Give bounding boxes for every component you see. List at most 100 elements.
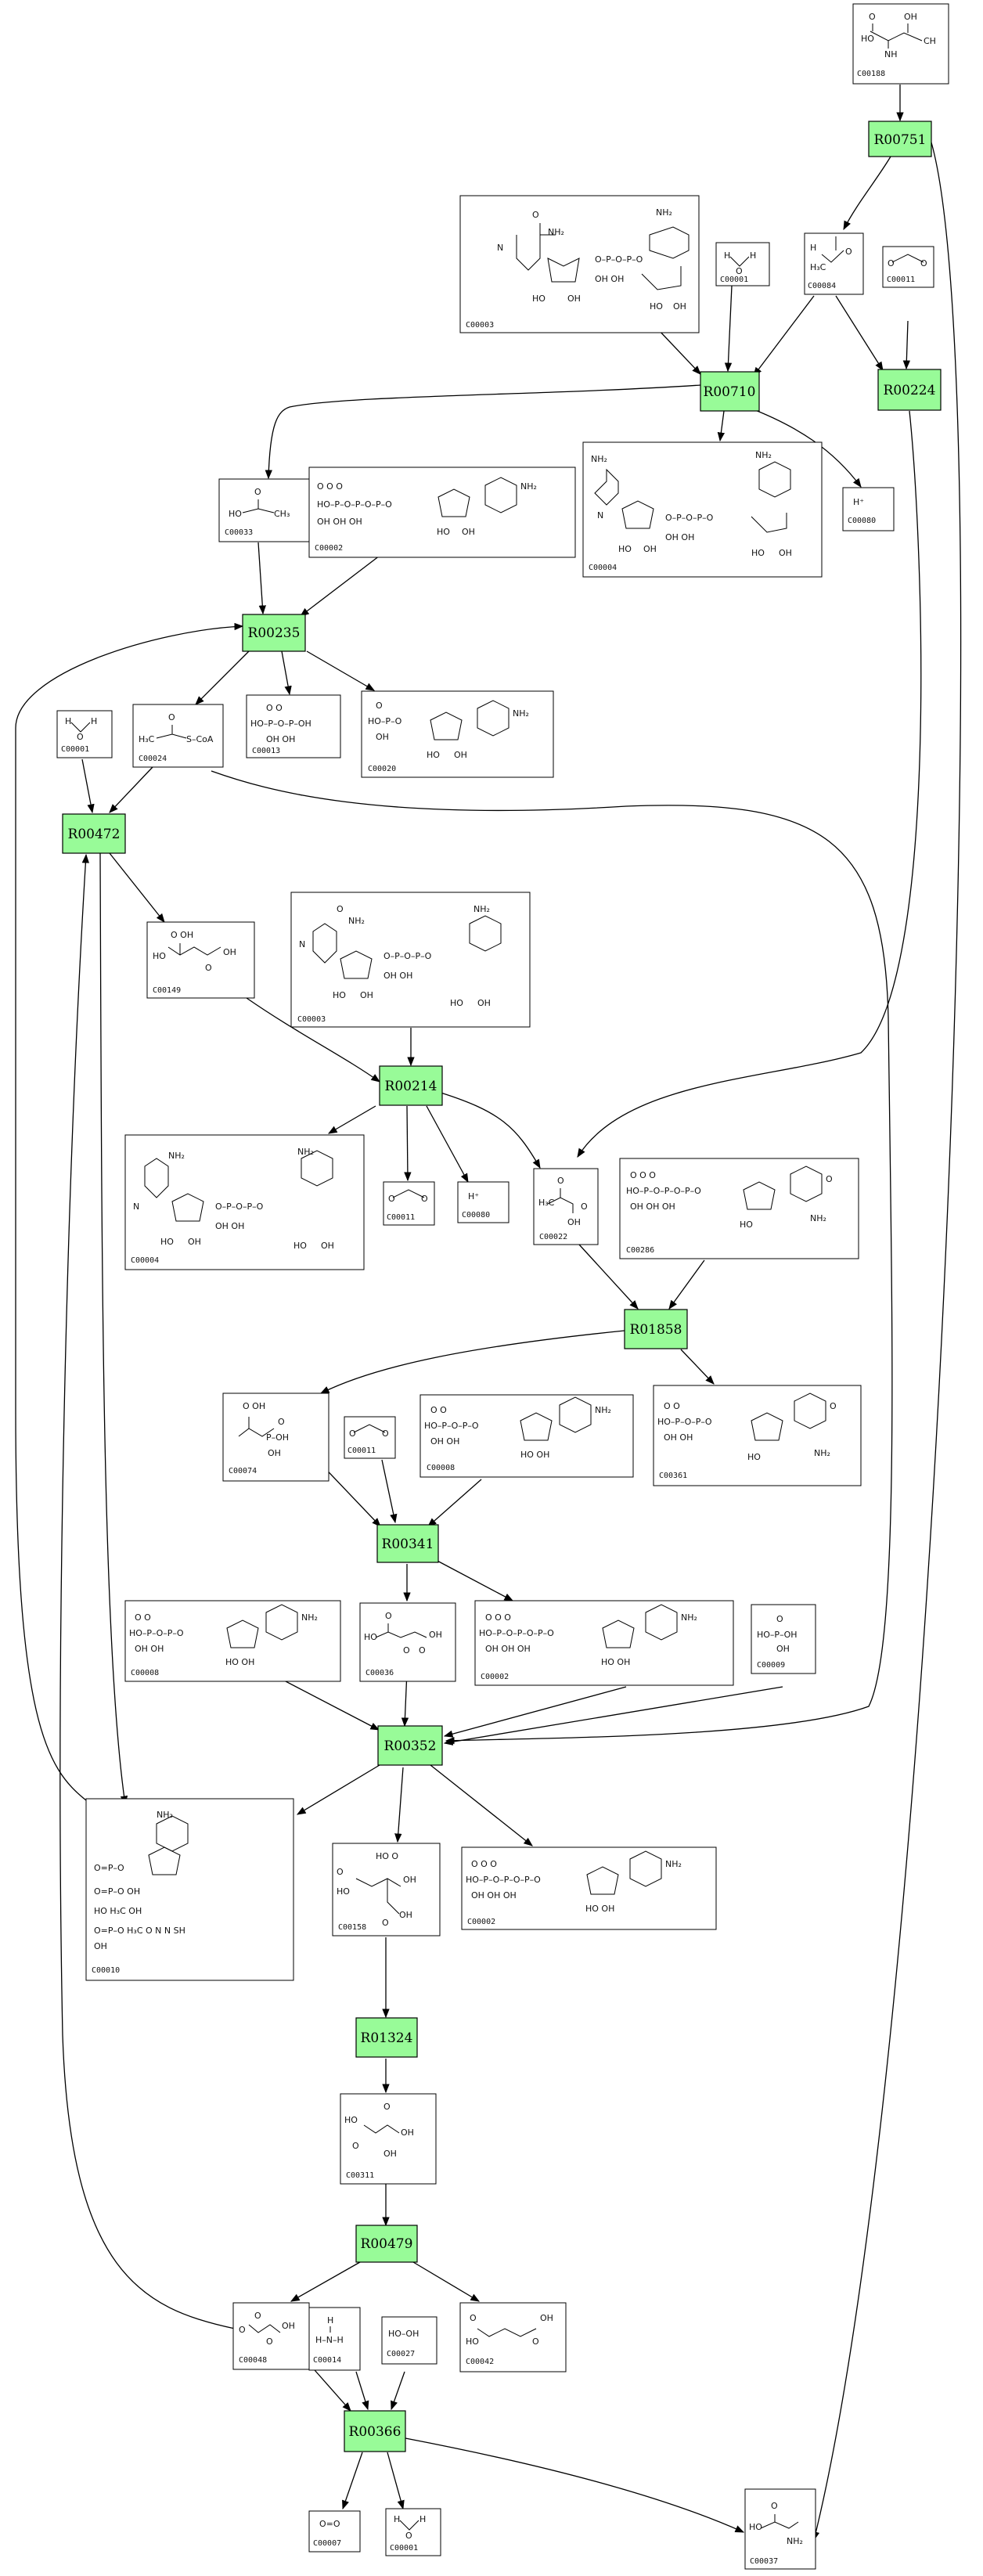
svg-text:OH: OH [376, 732, 389, 742]
edge-r00366-c00001 [387, 2452, 405, 2510]
svg-text:O: O [826, 1174, 833, 1184]
edge-c00002-r00235 [300, 555, 380, 617]
svg-text:OH: OH [94, 1941, 107, 1951]
svg-text:O: O [239, 2325, 246, 2335]
structure-c00188: O OH HO CH NH [861, 12, 936, 59]
svg-text:HO–P–O: HO–P–O [368, 716, 402, 726]
svg-text:O: O [419, 1645, 426, 1655]
svg-text:N: N [299, 939, 305, 949]
compound-c00001-a[interactable]: H O H C00001 [715, 242, 770, 286]
reaction-r00472[interactable]: R00472 [62, 813, 126, 854]
svg-text:NH₂: NH₂ [157, 1810, 173, 1820]
reaction-r00224[interactable]: R00224 [877, 369, 942, 411]
svg-text:N: N [497, 243, 503, 253]
svg-text:O=P–O: O=P–O [94, 1863, 124, 1873]
compound-label-c00080-b: C00080 [462, 1211, 490, 1220]
svg-text:HO O: HO O [376, 1851, 398, 1861]
compound-c00004-b[interactable]: NH₂ N HO OH O–P–O–P–O OH OH NH₂ HO OH C0… [124, 1134, 365, 1270]
compound-c00010[interactable]: NH₂ O=P–O O=P–O OH HO H₃C OH O=P–O H₃C O… [85, 1798, 294, 1981]
compound-c00009[interactable]: O HO–P–OH OH C00009 [751, 1604, 816, 1674]
compound-c00001-b[interactable]: H O H C00001 [56, 710, 113, 758]
edge-r01858-c00361 [680, 1349, 715, 1385]
compound-label-c00001-a: C00001 [720, 276, 748, 284]
compound-c00011-a[interactable]: O O C00011 [882, 246, 934, 288]
compound-c00074[interactable]: O OH O P–OH OH C00074 [222, 1392, 329, 1482]
svg-text:OH OH: OH OH [135, 1644, 164, 1654]
compound-c00008-b[interactable]: O O HO–P–O–P–O OH OH HO OH NH₂ C00008 [124, 1600, 341, 1682]
reaction-label-r00472: R00472 [68, 827, 121, 842]
compound-c00001-c[interactable]: H O H C00001 [385, 2508, 441, 2556]
svg-text:O O: O O [266, 703, 283, 713]
compound-c00011-b[interactable]: O O C00011 [383, 1181, 435, 1226]
edge-r00224-c00022 [577, 410, 922, 1158]
svg-text:H⁺: H⁺ [853, 497, 864, 507]
reaction-r01858[interactable]: R01858 [624, 1309, 688, 1349]
reaction-r00751[interactable]: R00751 [868, 121, 932, 157]
compound-label-c00014: C00014 [313, 2356, 341, 2365]
reaction-r00214[interactable]: R00214 [379, 1065, 443, 1106]
svg-text:P–OH: P–OH [266, 1432, 289, 1443]
edge-c00286-r01858 [668, 1259, 705, 1310]
compound-c00361[interactable]: O O HO–P–O–P–O OH OH HO O NH₂ C00361 [653, 1385, 862, 1486]
edge-r00710-c00080 [747, 406, 862, 488]
compound-c00007[interactable]: O=O C00007 [308, 2510, 361, 2553]
svg-text:HO–P–O–P–OH: HO–P–O–P–OH [250, 719, 311, 729]
compound-c00008-a[interactable]: O O HO–P–O–P–O OH OH HO OH NH₂ C00008 [419, 1394, 634, 1478]
compound-c00188[interactable]: O OH HO CH NH C00188 [852, 3, 949, 85]
svg-text:O: O [403, 1645, 410, 1655]
compound-c00004-a[interactable]: NH₂ N HO OH O–P–O–P–O OH OH NH₂ HO OH C0… [582, 441, 823, 578]
compound-c00033[interactable]: O HO CH₃ C00033 [218, 478, 315, 542]
svg-text:OH: OH [540, 2313, 553, 2323]
compound-c00037[interactable]: O HO NH₂ C00037 [744, 2488, 816, 2570]
compound-c00149[interactable]: O OH HO OH O C00149 [146, 921, 255, 999]
compound-c00014[interactable]: H H–N–H C00014 [308, 2307, 361, 2371]
svg-text:HO: HO [532, 294, 546, 304]
compound-c00080-a[interactable]: H⁺ C00080 [842, 487, 895, 531]
svg-text:O O: O O [135, 1612, 151, 1623]
compound-c00003-b[interactable]: O NH₂ N HO OH O–P–O–P–O OH OH NH₂ HO OH … [290, 892, 531, 1028]
svg-text:HO: HO [450, 998, 463, 1008]
svg-text:HO: HO [333, 990, 346, 1000]
atom-o: O [736, 266, 743, 276]
compound-c00013[interactable]: O O HO–P–O–P–OH OH OH C00013 [246, 694, 341, 758]
svg-text:OH OH OH: OH OH OH [630, 1202, 675, 1212]
svg-text:O=P–O OH: O=P–O OH [94, 1886, 140, 1897]
compound-c00022[interactable]: O H₃C O OH C00022 [533, 1168, 599, 1245]
compound-c00036[interactable]: O HO OH O O C00036 [359, 1602, 456, 1682]
svg-text:CH₃: CH₃ [274, 509, 290, 519]
compound-c00002-a[interactable]: O O O HO–P–O–P–O–P–O OH OH OH HO OH NH₂ … [308, 467, 576, 558]
edge-r00366-c00007 [342, 2452, 363, 2510]
compound-c00003-top[interactable]: O NH₂ N HO OH O–P–O–P–O OH OH NH₂ HO OH … [459, 195, 700, 333]
compound-c00027[interactable]: HO–OH C00027 [381, 2316, 437, 2365]
compound-c00002-b[interactable]: O O O HO–P–O–P–O–P–O OH OH OH HO OH NH₂ … [474, 1600, 734, 1686]
compound-c00286[interactable]: O O O HO–P–O–P–O–P–O OH OH OH HO O NH₂ C… [619, 1158, 859, 1259]
reaction-r00352[interactable]: R00352 [377, 1725, 443, 1766]
reaction-r00235[interactable]: R00235 [242, 614, 306, 652]
compound-c00311[interactable]: O HO OH O OH C00311 [340, 2093, 437, 2185]
reaction-label-r00341: R00341 [382, 1537, 434, 1552]
svg-text:H: H [394, 2514, 400, 2524]
edge-r00366-c00037 [405, 2437, 745, 2533]
compound-c00020[interactable]: O HO–P–O OH HO OH NH₂ C00020 [361, 690, 554, 778]
compound-c00048[interactable]: O OH O O C00048 [232, 2302, 310, 2370]
edge-r00352-c00158 [394, 1767, 404, 1843]
edge-c00048-r00366 [308, 2363, 351, 2412]
reaction-r00366[interactable]: R00366 [344, 2410, 406, 2452]
svg-text:O: O [254, 2311, 261, 2321]
compound-c00042[interactable]: O OH HO O C00042 [459, 2302, 567, 2372]
compound-c00084[interactable]: H H₃C O C00084 [804, 232, 864, 295]
svg-text:CH: CH [924, 36, 936, 46]
svg-text:HO–P–O–P–O: HO–P–O–P–O [129, 1628, 184, 1638]
compound-c00024[interactable]: O H₃C S–CoA C00024 [132, 704, 224, 768]
compound-c00158[interactable]: HO O O OH HO OH O C00158 [332, 1843, 441, 1937]
compound-label-c00007: C00007 [313, 2539, 341, 2548]
reaction-r00710[interactable]: R00710 [700, 371, 760, 412]
compound-c00002-c[interactable]: O O O HO–P–O–P–O–P–O OH OH OH HO OH NH₂ … [461, 1846, 717, 1930]
compound-c00011-c[interactable]: O O C00011 [344, 1416, 396, 1459]
compound-label-c00008-a: C00008 [427, 1464, 455, 1472]
reaction-r00341[interactable]: R00341 [376, 1524, 439, 1563]
svg-text:O O O: O O O [485, 1612, 511, 1623]
reaction-r01324[interactable]: R01324 [355, 2017, 418, 2058]
reaction-r00479[interactable]: R00479 [355, 2225, 418, 2263]
compound-c00080-b[interactable]: H⁺ C00080 [457, 1181, 510, 1223]
